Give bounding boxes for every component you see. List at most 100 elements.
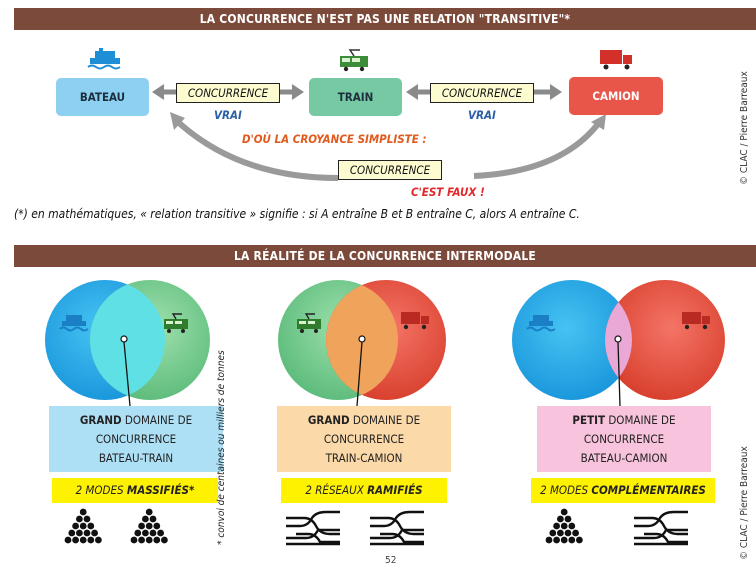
- pyramid-dot: [161, 536, 168, 544]
- venn-bateau-train: [45, 280, 210, 407]
- node-camion: CAMION: [569, 77, 663, 115]
- pyramid-dot: [149, 515, 157, 523]
- concurrence-label-bateau-camion: CONCURRENCE: [338, 160, 442, 180]
- truck-icon: [682, 312, 710, 330]
- mode-strong: RAMIFIÉS: [367, 483, 423, 497]
- pyramid-dot: [568, 522, 576, 530]
- concurrence-text: CONCURRENCE: [583, 432, 665, 446]
- pyramid-dot: [76, 515, 83, 523]
- pyramid-dot: [142, 529, 149, 537]
- pyramid-dot: [79, 522, 87, 530]
- node-bateau: BATEAU: [56, 78, 149, 116]
- mode-box-3: 2 MODES COMPLÉMENTAIRES: [531, 478, 715, 503]
- pyramid-dot: [76, 529, 83, 537]
- pyramid-dot: [545, 536, 553, 544]
- train-icon: [297, 313, 321, 333]
- pyramid-dot: [95, 536, 102, 544]
- truck-icon: [600, 50, 632, 70]
- pair-label: TRAIN-CAMION: [325, 451, 403, 465]
- train-icon: [340, 49, 368, 72]
- page-number: 52: [385, 555, 397, 566]
- pyramid-dot: [153, 522, 161, 530]
- arrow-bateau-train: [152, 84, 304, 100]
- pyramid-dot: [557, 515, 564, 523]
- domain-label: DOMAINE DE: [605, 413, 676, 427]
- pyramid-dot: [553, 536, 560, 544]
- venn-bateau-camion: [512, 280, 725, 407]
- pyramid-dot: [560, 508, 568, 516]
- croyance-simpliste-label: D'OÙ LA CROYANCE SIMPLISTE :: [242, 132, 427, 146]
- pyramid-dot: [157, 529, 164, 537]
- mode-box-1: 2 MODES MASSIFIÉS*: [52, 478, 218, 503]
- info-box-bateau-camion: PETIT DOMAINE DE CONCURRENCE BATEAU-CAMI…: [537, 406, 711, 472]
- pyramid-dot: [153, 536, 161, 544]
- mode-text: 2 MODES: [75, 483, 127, 497]
- pyramid-dot: [549, 529, 557, 537]
- domain-label: DOMAINE DE: [121, 413, 193, 427]
- mode-strong: MASSIFIÉS*: [126, 483, 195, 497]
- branch-network-icon: [370, 510, 424, 546]
- pyramid-dot: [564, 515, 572, 523]
- pyramid-icon: [64, 508, 102, 544]
- pair-label: BATEAU-TRAIN: [98, 451, 174, 465]
- faux-label: C'EST FAUX !: [411, 185, 485, 199]
- top-title-banner: LA CONCURRENCE N'EST PAS UNE RELATION "T…: [14, 8, 756, 30]
- truck-icon: [401, 312, 429, 330]
- pyramid-dot: [149, 529, 157, 537]
- pyramid-dot: [568, 536, 576, 544]
- pyramid-dot: [564, 529, 572, 537]
- mode-box-2: 2 RÉSEAUX RAMIFIÉS: [281, 478, 447, 503]
- pyramid-icon: [545, 508, 583, 544]
- pyramid-dot: [138, 522, 145, 530]
- pyramid-dot: [142, 515, 149, 523]
- pyramid-icon: [130, 508, 168, 544]
- pyramid-dot: [83, 529, 91, 537]
- pyramid-dot: [553, 522, 560, 530]
- pyramid-dot: [87, 536, 95, 544]
- domain-size: GRAND: [307, 413, 350, 427]
- arrow-train-camion: [406, 84, 562, 100]
- info-box-train-camion: GRAND DOMAINE DE CONCURRENCE TRAIN-CAMIO…: [277, 406, 451, 472]
- pyramid-dot: [72, 536, 79, 544]
- pyramid-dot: [560, 536, 568, 544]
- pyramid-dot: [145, 522, 153, 530]
- domain-label: DOMAINE DE: [349, 413, 421, 427]
- arrow-bateau-camion-curve: [170, 112, 606, 181]
- boat-icon: [526, 315, 556, 332]
- pyramid-dot: [83, 515, 91, 523]
- pyramid-dot: [91, 529, 98, 537]
- concurrence-text: CONCURRENCE: [323, 432, 405, 446]
- vrai-label-2: VRAI: [468, 108, 496, 122]
- lens-train-camion: [326, 280, 398, 400]
- vrai-label-1: VRAI: [214, 108, 242, 122]
- pyramid-dot: [145, 536, 153, 544]
- concurrence-label-train-camion: CONCURRENCE: [430, 83, 534, 103]
- pyramid-dot: [64, 536, 72, 544]
- pyramid-dot: [87, 522, 95, 530]
- pyramid-dot: [145, 508, 153, 516]
- concurrence-text: CONCURRENCE: [95, 432, 177, 446]
- domain-size: PETIT: [572, 413, 606, 427]
- branch-network-icon: [634, 510, 688, 546]
- branch-network-icon: [286, 510, 340, 546]
- side-note-convoi: * convoi de centaines ou milliers de ton…: [216, 350, 227, 545]
- footnote-transitive: (*) en mathématiques, « relation transit…: [14, 207, 580, 221]
- pyramid-dot: [79, 508, 87, 516]
- pyramid-dot: [138, 536, 145, 544]
- mode-text: 2 MODES: [540, 483, 592, 497]
- train-icon: [164, 313, 188, 333]
- lens-bateau-train: [90, 280, 165, 400]
- pyramid-dot: [560, 522, 568, 530]
- info-box-bateau-train: GRAND DOMAINE DE CONCURRENCE BATEAU-TRAI…: [49, 406, 223, 472]
- mode-strong: COMPLÉMENTAIRES: [591, 483, 706, 497]
- copyright-bottom: © CLAC / Pierre Barreaux: [739, 446, 750, 560]
- domain-size: GRAND: [79, 413, 122, 427]
- pyramid-dot: [134, 529, 142, 537]
- pair-label: BATEAU-CAMION: [580, 451, 668, 465]
- pyramid-dot: [72, 522, 79, 530]
- pyramid-dot: [557, 529, 564, 537]
- pyramid-dot: [572, 529, 579, 537]
- boat-icon: [87, 48, 121, 70]
- node-train: TRAIN: [309, 78, 402, 116]
